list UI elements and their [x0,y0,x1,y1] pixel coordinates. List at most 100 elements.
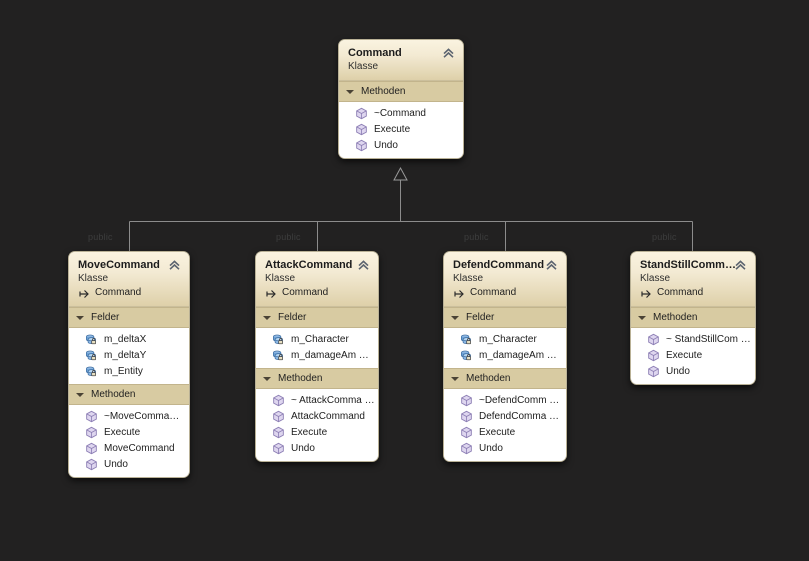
triangle-collapse-icon[interactable] [451,377,459,381]
member-row[interactable]: m_Character [444,331,566,347]
member-label: m_damageAm … [479,349,557,361]
member-row[interactable]: ~DefendComm … [444,392,566,408]
section-header-methods[interactable]: Methoden [256,368,378,389]
member-list-fields: m_Character m_damageAm … [444,328,566,368]
member-row[interactable]: DefendComma … [444,408,566,424]
class-stereotype: Klasse [265,273,296,284]
member-label: m_damageAm … [291,349,369,361]
member-row[interactable]: Execute [69,424,189,440]
method-icon [461,442,472,454]
field-private-icon [86,366,96,376]
member-row[interactable]: ~ StandStillCom … [631,331,755,347]
member-row[interactable]: m_Entity [69,363,189,379]
collapse-chevron-icon[interactable] [545,259,558,272]
section-header-methods[interactable]: Methoden [444,368,566,389]
method-icon [273,410,284,422]
method-icon [273,426,284,438]
section-header-fields[interactable]: Felder [256,307,378,328]
connector-label-public: public [88,232,113,242]
collapse-chevron-icon[interactable] [734,259,747,272]
section-header-methods[interactable]: Methoden [339,81,463,102]
method-icon [461,410,472,422]
member-row[interactable]: ~ AttackComma … [256,392,378,408]
base-class-label: Command [470,287,517,298]
triangle-collapse-icon[interactable] [451,316,459,320]
section-header-fields[interactable]: Felder [444,307,566,328]
member-label: m_Entity [104,365,143,377]
triangle-collapse-icon[interactable] [346,90,354,94]
field-private-icon [461,350,471,360]
method-icon [356,107,367,119]
collapse-chevron-icon[interactable] [357,259,370,272]
class-stereotype: Klasse [453,273,484,284]
member-row[interactable]: m_deltaY [69,347,189,363]
triangle-collapse-icon[interactable] [638,316,646,320]
member-row[interactable]: Undo [444,440,566,456]
member-label: m_Character [291,333,349,345]
member-label: Undo [291,442,315,454]
connector-label-public: public [276,232,301,242]
base-class-arrow-icon [79,289,89,298]
class-stereotype: Klasse [348,61,379,72]
section-header-methods[interactable]: Methoden [631,307,755,328]
method-icon [461,394,472,406]
member-row[interactable]: m_damageAm … [256,347,378,363]
section-label: Methoden [466,373,511,384]
base-class-row: Command [265,286,369,300]
member-row[interactable]: AttackCommand [256,408,378,424]
triangle-collapse-icon[interactable] [76,316,84,320]
collapse-chevron-icon[interactable] [168,259,181,272]
member-row[interactable]: Undo [631,363,755,379]
section-label: Felder [278,312,307,323]
triangle-collapse-icon[interactable] [263,316,271,320]
triangle-collapse-icon[interactable] [263,377,271,381]
member-label: m_deltaX [104,333,147,345]
member-label: Execute [104,426,141,438]
member-label: m_deltaY [104,349,147,361]
section-header-fields[interactable]: Felder [69,307,189,328]
member-label: Undo [104,458,128,470]
member-row[interactable]: MoveCommand [69,440,189,456]
member-row[interactable]: m_damageAm … [444,347,566,363]
member-row[interactable]: Execute [339,121,463,137]
member-row[interactable]: Execute [256,424,378,440]
member-row[interactable]: Execute [631,347,755,363]
member-row[interactable]: m_Character [256,331,378,347]
method-icon [273,442,284,454]
member-label: Undo [479,442,503,454]
triangle-collapse-icon[interactable] [76,393,84,397]
field-private-icon [86,334,96,344]
member-label: Execute [479,426,516,438]
section-header-methods[interactable]: Methoden [69,384,189,405]
member-list-fields: m_Character m_damageAm … [256,328,378,368]
class-stereotype: Klasse [640,273,671,284]
member-row[interactable]: Execute [444,424,566,440]
class-name: DefendCommand [453,259,545,271]
member-row[interactable]: Undo [69,456,189,472]
method-icon [648,365,659,377]
member-label: Undo [666,365,690,377]
member-row[interactable]: Undo [256,440,378,456]
member-row[interactable]: ~Command [339,105,463,121]
member-row[interactable]: Undo [339,137,463,153]
member-row[interactable]: m_deltaX [69,331,189,347]
member-row[interactable]: ~MoveComma… [69,408,189,424]
class-name: Command [348,47,402,59]
section-label: Methoden [278,373,323,384]
field-private-icon [273,350,283,360]
method-icon [356,139,367,151]
collapse-chevron-icon[interactable] [442,47,455,60]
